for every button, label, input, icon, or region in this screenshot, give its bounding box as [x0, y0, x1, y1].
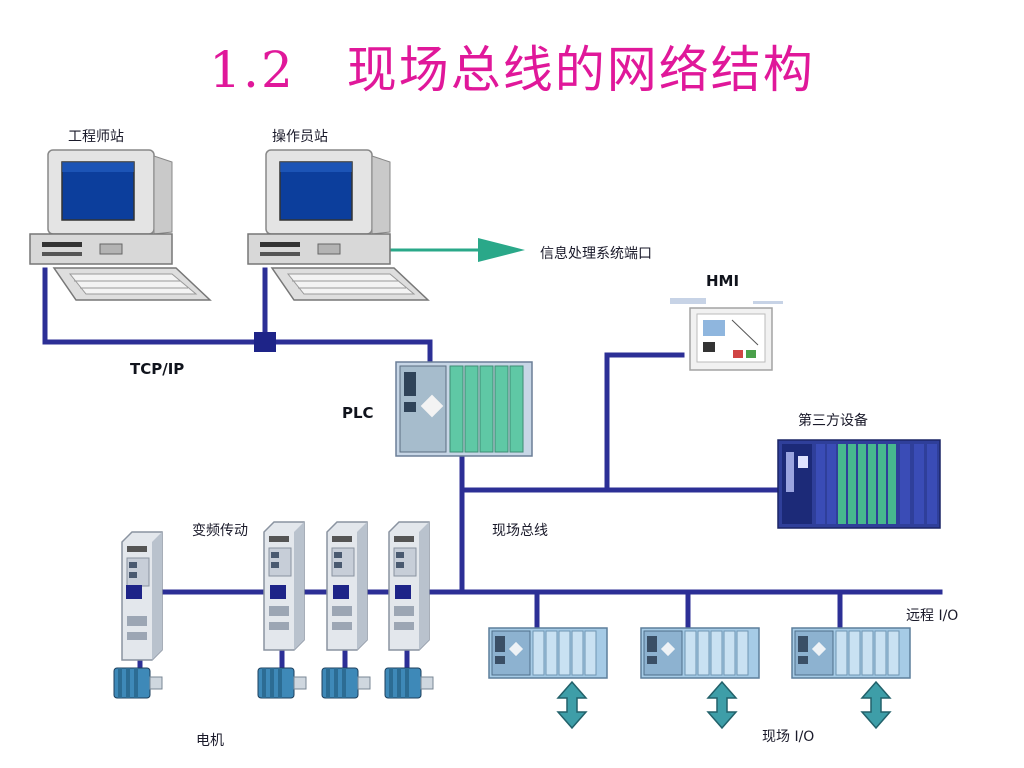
motor-3	[321, 667, 371, 699]
engineer-station-computer	[29, 149, 211, 301]
hmi-line	[604, 352, 685, 493]
hmi-label: HMI	[706, 272, 740, 290]
field-io-label: 现场 I/O	[762, 729, 815, 745]
operator-station-label: 操作员站	[272, 129, 328, 145]
drive-bus-node-4	[395, 585, 411, 599]
engineer-station-label: 工程师站	[68, 129, 124, 145]
third-party-rack	[777, 439, 941, 529]
plc-label: PLC	[342, 404, 374, 422]
info-port-label: 信息处理系统端口	[540, 246, 652, 262]
field-io-arrow-2	[707, 681, 737, 729]
plc-rack	[395, 361, 533, 457]
fieldbus-label: 现场总线	[492, 523, 548, 539]
remote-io-rack-2	[640, 627, 760, 679]
tcpip-bus	[42, 267, 433, 375]
motor-2	[257, 667, 307, 699]
motor-label: 电机	[196, 733, 224, 749]
third-party-label: 第三方设备	[798, 413, 868, 429]
vfd-label: 变频传动	[192, 523, 248, 539]
remote-io-rack-1	[488, 627, 608, 679]
tcpip-label: TCP/IP	[130, 360, 185, 378]
operator-station-computer	[247, 149, 429, 301]
remote-io-rack-3	[791, 627, 911, 679]
remote-io-label: 远程 I/O	[906, 608, 959, 624]
field-io-arrow-3	[861, 681, 891, 729]
page-title: 1.2 现场总线的网络结构	[209, 41, 815, 99]
motor-1	[113, 667, 163, 699]
drive-bus-node-1	[126, 585, 142, 599]
drive-bus-node-2	[270, 585, 286, 599]
hmi-panel	[670, 298, 783, 371]
field-io-arrow-1	[557, 681, 587, 729]
drive-bus-node-3	[333, 585, 349, 599]
tcpip-hub	[254, 332, 276, 352]
motor-4	[384, 667, 434, 699]
